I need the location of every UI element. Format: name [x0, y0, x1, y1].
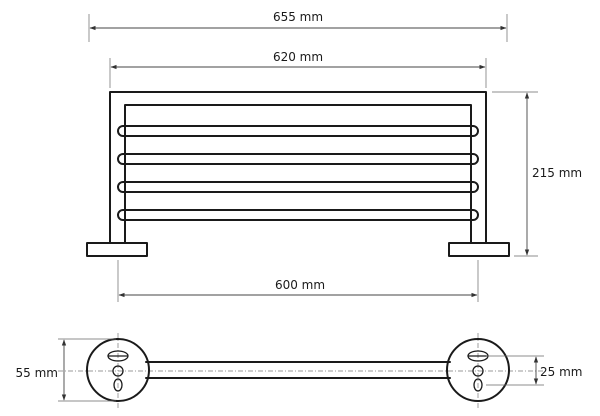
dimension-mount-spacing: 600 mm: [117, 260, 479, 302]
dimension-rail-width: 620 mm: [109, 50, 487, 88]
dimension-height: 215 mm: [492, 91, 582, 257]
right-center-hole: [472, 365, 484, 377]
right-base-plate: [448, 242, 510, 257]
label-rail-width: 620 mm: [273, 50, 323, 64]
left-screw-hole-bottom: [113, 378, 123, 392]
right-screw-hole-bottom: [473, 378, 483, 392]
top-view: [58, 333, 548, 410]
label-base-diameter: 55 mm: [16, 366, 58, 380]
front-view: [86, 91, 510, 257]
inner-frame: [124, 104, 472, 244]
label-bar-offset: 25 mm: [540, 365, 582, 379]
rail-4: [117, 209, 479, 221]
dimension-overall-width: 655 mm: [88, 10, 508, 42]
label-height: 215 mm: [532, 166, 582, 180]
left-center-hole: [112, 365, 124, 377]
label-overall-width: 655 mm: [273, 10, 323, 24]
dimension-bar-offset: 25 mm: [486, 355, 582, 386]
label-mount-spacing: 600 mm: [275, 278, 325, 292]
rail-2: [117, 153, 479, 165]
left-mount: [86, 338, 150, 402]
outer-frame: [109, 91, 487, 244]
dimension-base-diameter: 55 mm: [16, 338, 116, 402]
rail-1: [117, 125, 479, 137]
rail-3: [117, 181, 479, 193]
left-base-plate: [86, 242, 148, 257]
